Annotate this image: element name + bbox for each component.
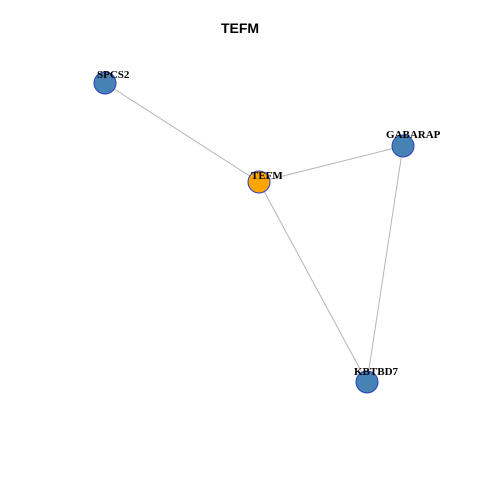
node-label: GABARAP: [386, 129, 441, 141]
node-tefm[interactable]: TEFM: [247, 170, 283, 194]
graph-title: TEFM: [220, 20, 260, 36]
node-circle[interactable]: [391, 134, 415, 158]
node-label: KBTBD7: [354, 366, 399, 378]
node-gabarap[interactable]: GABARAP: [386, 129, 441, 158]
edge-spcs2-tefm: [104, 82, 260, 183]
node-circle[interactable]: [355, 370, 379, 394]
node-label: SPCS2: [97, 69, 130, 81]
edge-tefm-kbtbd7: [258, 181, 368, 383]
edges: [104, 82, 404, 383]
node-spcs2[interactable]: SPCS2: [93, 69, 130, 95]
edge-tefm-gabarap: [258, 145, 404, 183]
edge-gabarap-kbtbd7: [366, 145, 404, 383]
node-circle[interactable]: [247, 170, 271, 194]
node-label: TEFM: [251, 170, 283, 182]
node-kbtbd7[interactable]: KBTBD7: [354, 366, 399, 394]
node-circle[interactable]: [93, 71, 117, 95]
